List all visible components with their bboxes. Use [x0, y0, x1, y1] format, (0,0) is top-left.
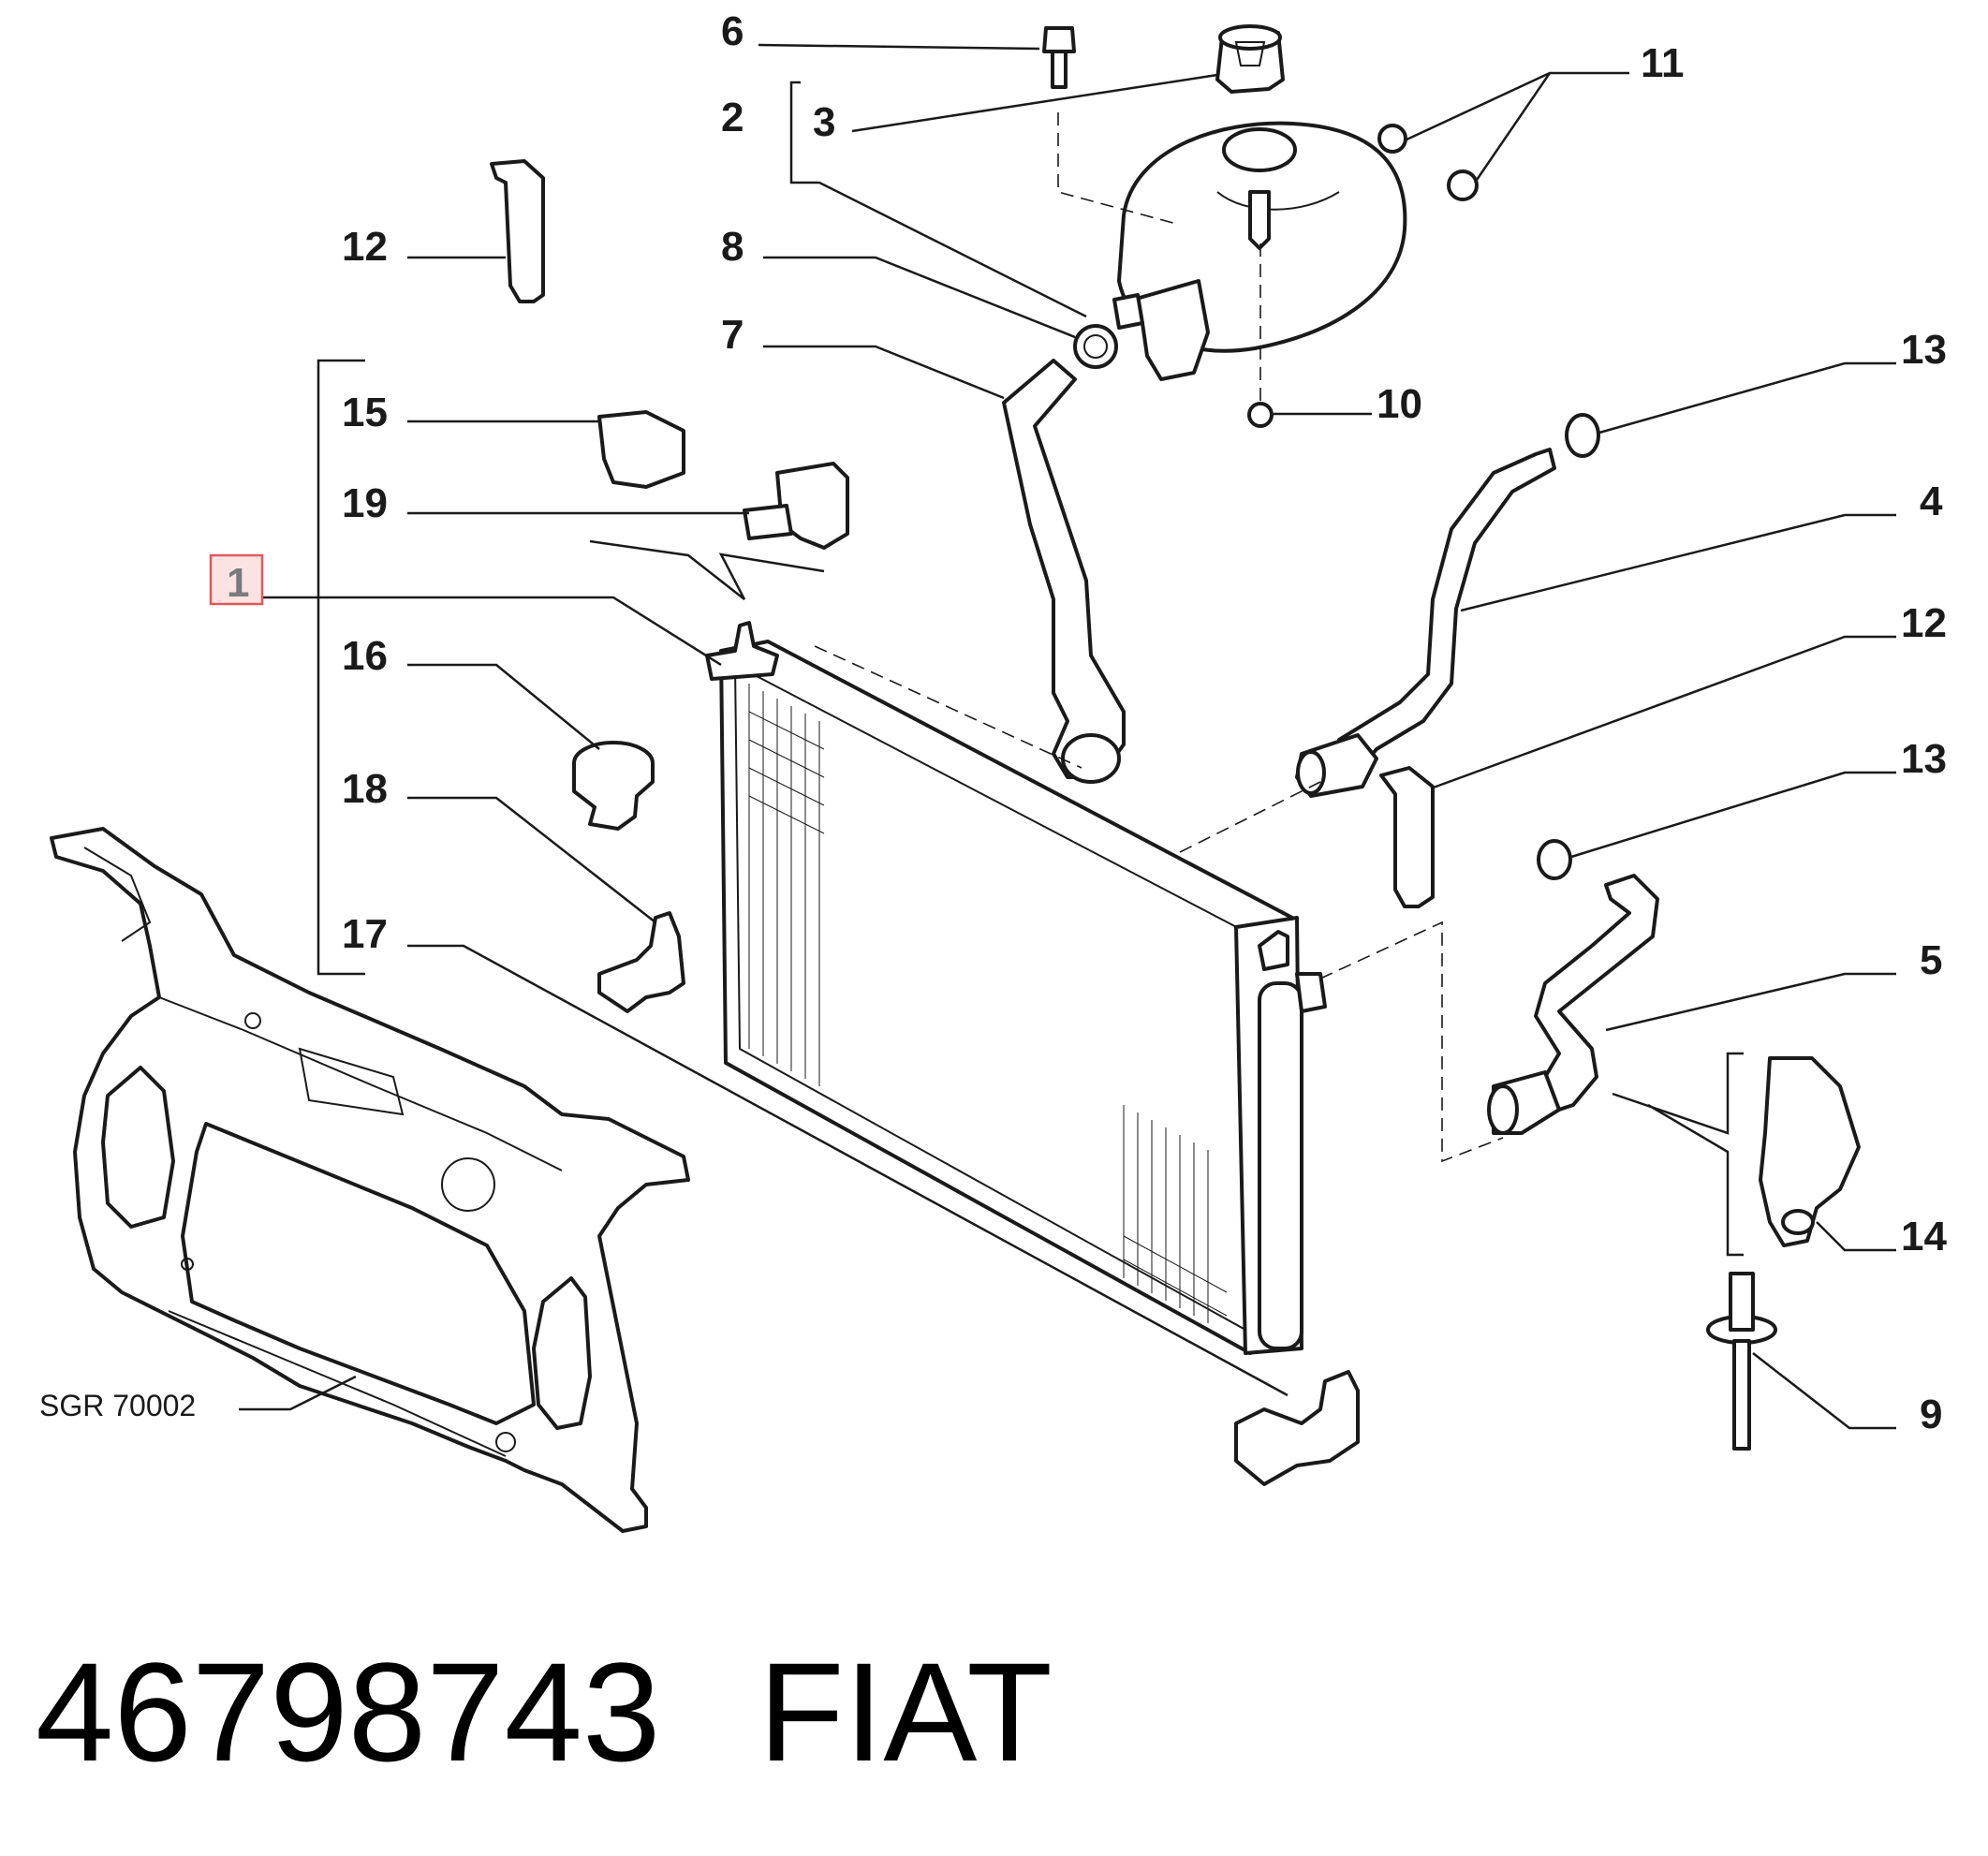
clamp-13-top — [1565, 413, 1600, 458]
callout-9: 9 — [1920, 1392, 1942, 1437]
part-16 — [572, 741, 655, 831]
clamp-8 — [1073, 324, 1118, 369]
callout-8: 8 — [721, 224, 744, 270]
radiator — [705, 621, 1327, 1355]
callout-4: 4 — [1920, 479, 1943, 524]
front-panel-frame — [50, 827, 690, 1533]
reference-label: SGR 70002 — [39, 1389, 196, 1422]
callout-19: 19 — [342, 480, 388, 526]
clamp-10 — [1247, 402, 1274, 428]
callout-10: 10 — [1377, 381, 1422, 427]
bolt — [1042, 26, 1076, 89]
callout-13-top: 13 — [1901, 327, 1947, 373]
leader-lines — [239, 43, 1896, 1430]
hose-4 — [1295, 448, 1556, 798]
part-17 — [1234, 1370, 1360, 1486]
callout-1: 1 — [227, 560, 249, 606]
callout-7: 7 — [721, 312, 744, 358]
assembly-lines — [814, 112, 1504, 1163]
part-9 — [1706, 1272, 1777, 1451]
callout-15: 15 — [342, 390, 388, 435]
callout-6: 6 — [721, 8, 744, 54]
callout-3: 3 — [813, 99, 835, 145]
part-14 — [1759, 1056, 1861, 1247]
hose-5 — [1487, 874, 1659, 1135]
callout-17: 17 — [342, 911, 388, 957]
expansion-tank — [1112, 121, 1407, 381]
part-18 — [597, 911, 685, 1013]
callout-14: 14 — [1901, 1214, 1947, 1259]
nuts — [1377, 124, 1479, 201]
callout-11: 11 — [1641, 40, 1685, 86]
callout-12-left: 12 — [342, 224, 388, 270]
bracket-12-right — [1379, 766, 1435, 908]
part-19 — [743, 462, 849, 550]
callout-12-right: 12 — [1901, 600, 1947, 646]
tank-cap — [1215, 24, 1285, 94]
callout-1-highlight: 1 — [209, 553, 264, 606]
bracket-12-left — [490, 159, 545, 303]
callout-18: 18 — [342, 766, 388, 812]
clamp-13-bottom — [1537, 839, 1572, 880]
part-15 — [597, 410, 685, 489]
brand-name: FIAT — [758, 1633, 1053, 1790]
callout-16: 16 — [342, 633, 388, 679]
hose-7 — [1002, 359, 1126, 784]
callout-5: 5 — [1920, 937, 1942, 983]
callout-13-bottom: 13 — [1901, 736, 1947, 782]
callout-labels: 6 2 3 11 12 8 7 10 13 15 19 4 1 12 16 13… — [39, 8, 1947, 1437]
part-number: 46798743 — [36, 1633, 660, 1790]
callout-2: 2 — [721, 95, 744, 140]
